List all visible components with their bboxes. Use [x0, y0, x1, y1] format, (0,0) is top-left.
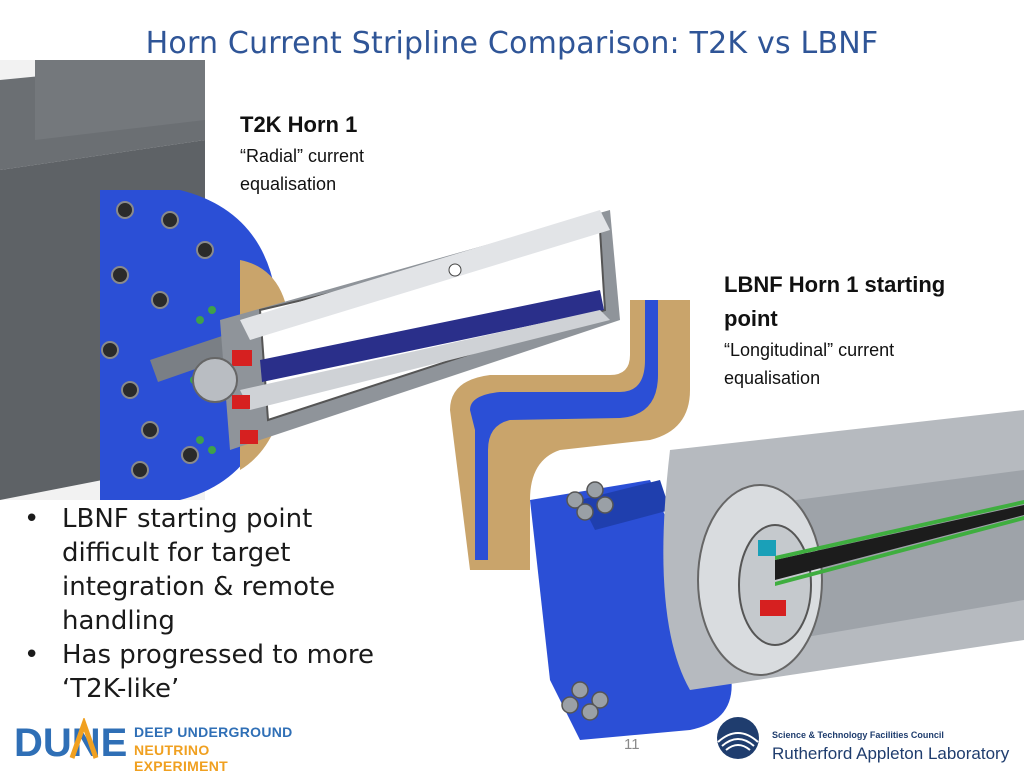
page-number: 11: [624, 736, 640, 753]
ral-logo-line1: Science & Technology Facilities Council: [772, 730, 944, 740]
lbnf-horn-heading-line2: point: [724, 306, 778, 331]
lbnf-horn-illustration: [450, 300, 1024, 740]
lbnf-horn-desc-line2: equalisation: [724, 368, 821, 388]
ral-logo-line2: Rutherford Appleton Laboratory: [772, 744, 1010, 763]
t2k-horn-desc-line2: equalisation: [240, 174, 337, 194]
bullet-line: handling: [62, 606, 175, 636]
t2k-horn-illustration: [0, 60, 620, 500]
lbnf-horn-desc-line1: “Longitudinal” current: [724, 340, 895, 360]
dune-logo-line1: DEEP UNDERGROUND: [134, 724, 293, 740]
slide-title: Horn Current Stripline Comparison: T2K v…: [145, 26, 879, 61]
dune-wordmark-graphic: DUNE: [14, 718, 127, 762]
dune-logo: DUNE DEEP UNDERGROUND NEUTRINO EXPERIMEN…: [14, 718, 294, 774]
t2k-horn-heading: T2K Horn 1: [240, 112, 358, 137]
bullet-line: integration & remote: [62, 572, 336, 602]
dune-logo-line2: NEUTRINO EXPERIMENT: [134, 742, 229, 774]
lbnf-horn-heading-line1: LBNF Horn 1 starting: [724, 272, 946, 297]
bullet-line: LBNF starting point: [62, 504, 313, 534]
bullet-line: Has progressed to more: [62, 640, 375, 670]
bullet-item: Has progressed to more ‘T2K-like’: [22, 638, 402, 706]
lbnf-horn-label: LBNF Horn 1 starting point “Longitudinal…: [724, 268, 1014, 392]
ral-logo: Science & Technology Facilities Council …: [712, 716, 1018, 766]
t2k-horn-desc-line1: “Radial” current: [240, 146, 365, 166]
bullet-line: difficult for target: [62, 538, 291, 568]
bullet-line: ‘T2K-like’: [62, 674, 180, 704]
t2k-horn-label: T2K Horn 1 “Radial” current equalisation: [240, 108, 364, 198]
bullet-list: LBNF starting point difficult for target…: [22, 502, 402, 706]
stfc-emblem-icon: [717, 717, 759, 759]
bullet-item: LBNF starting point difficult for target…: [22, 502, 402, 638]
